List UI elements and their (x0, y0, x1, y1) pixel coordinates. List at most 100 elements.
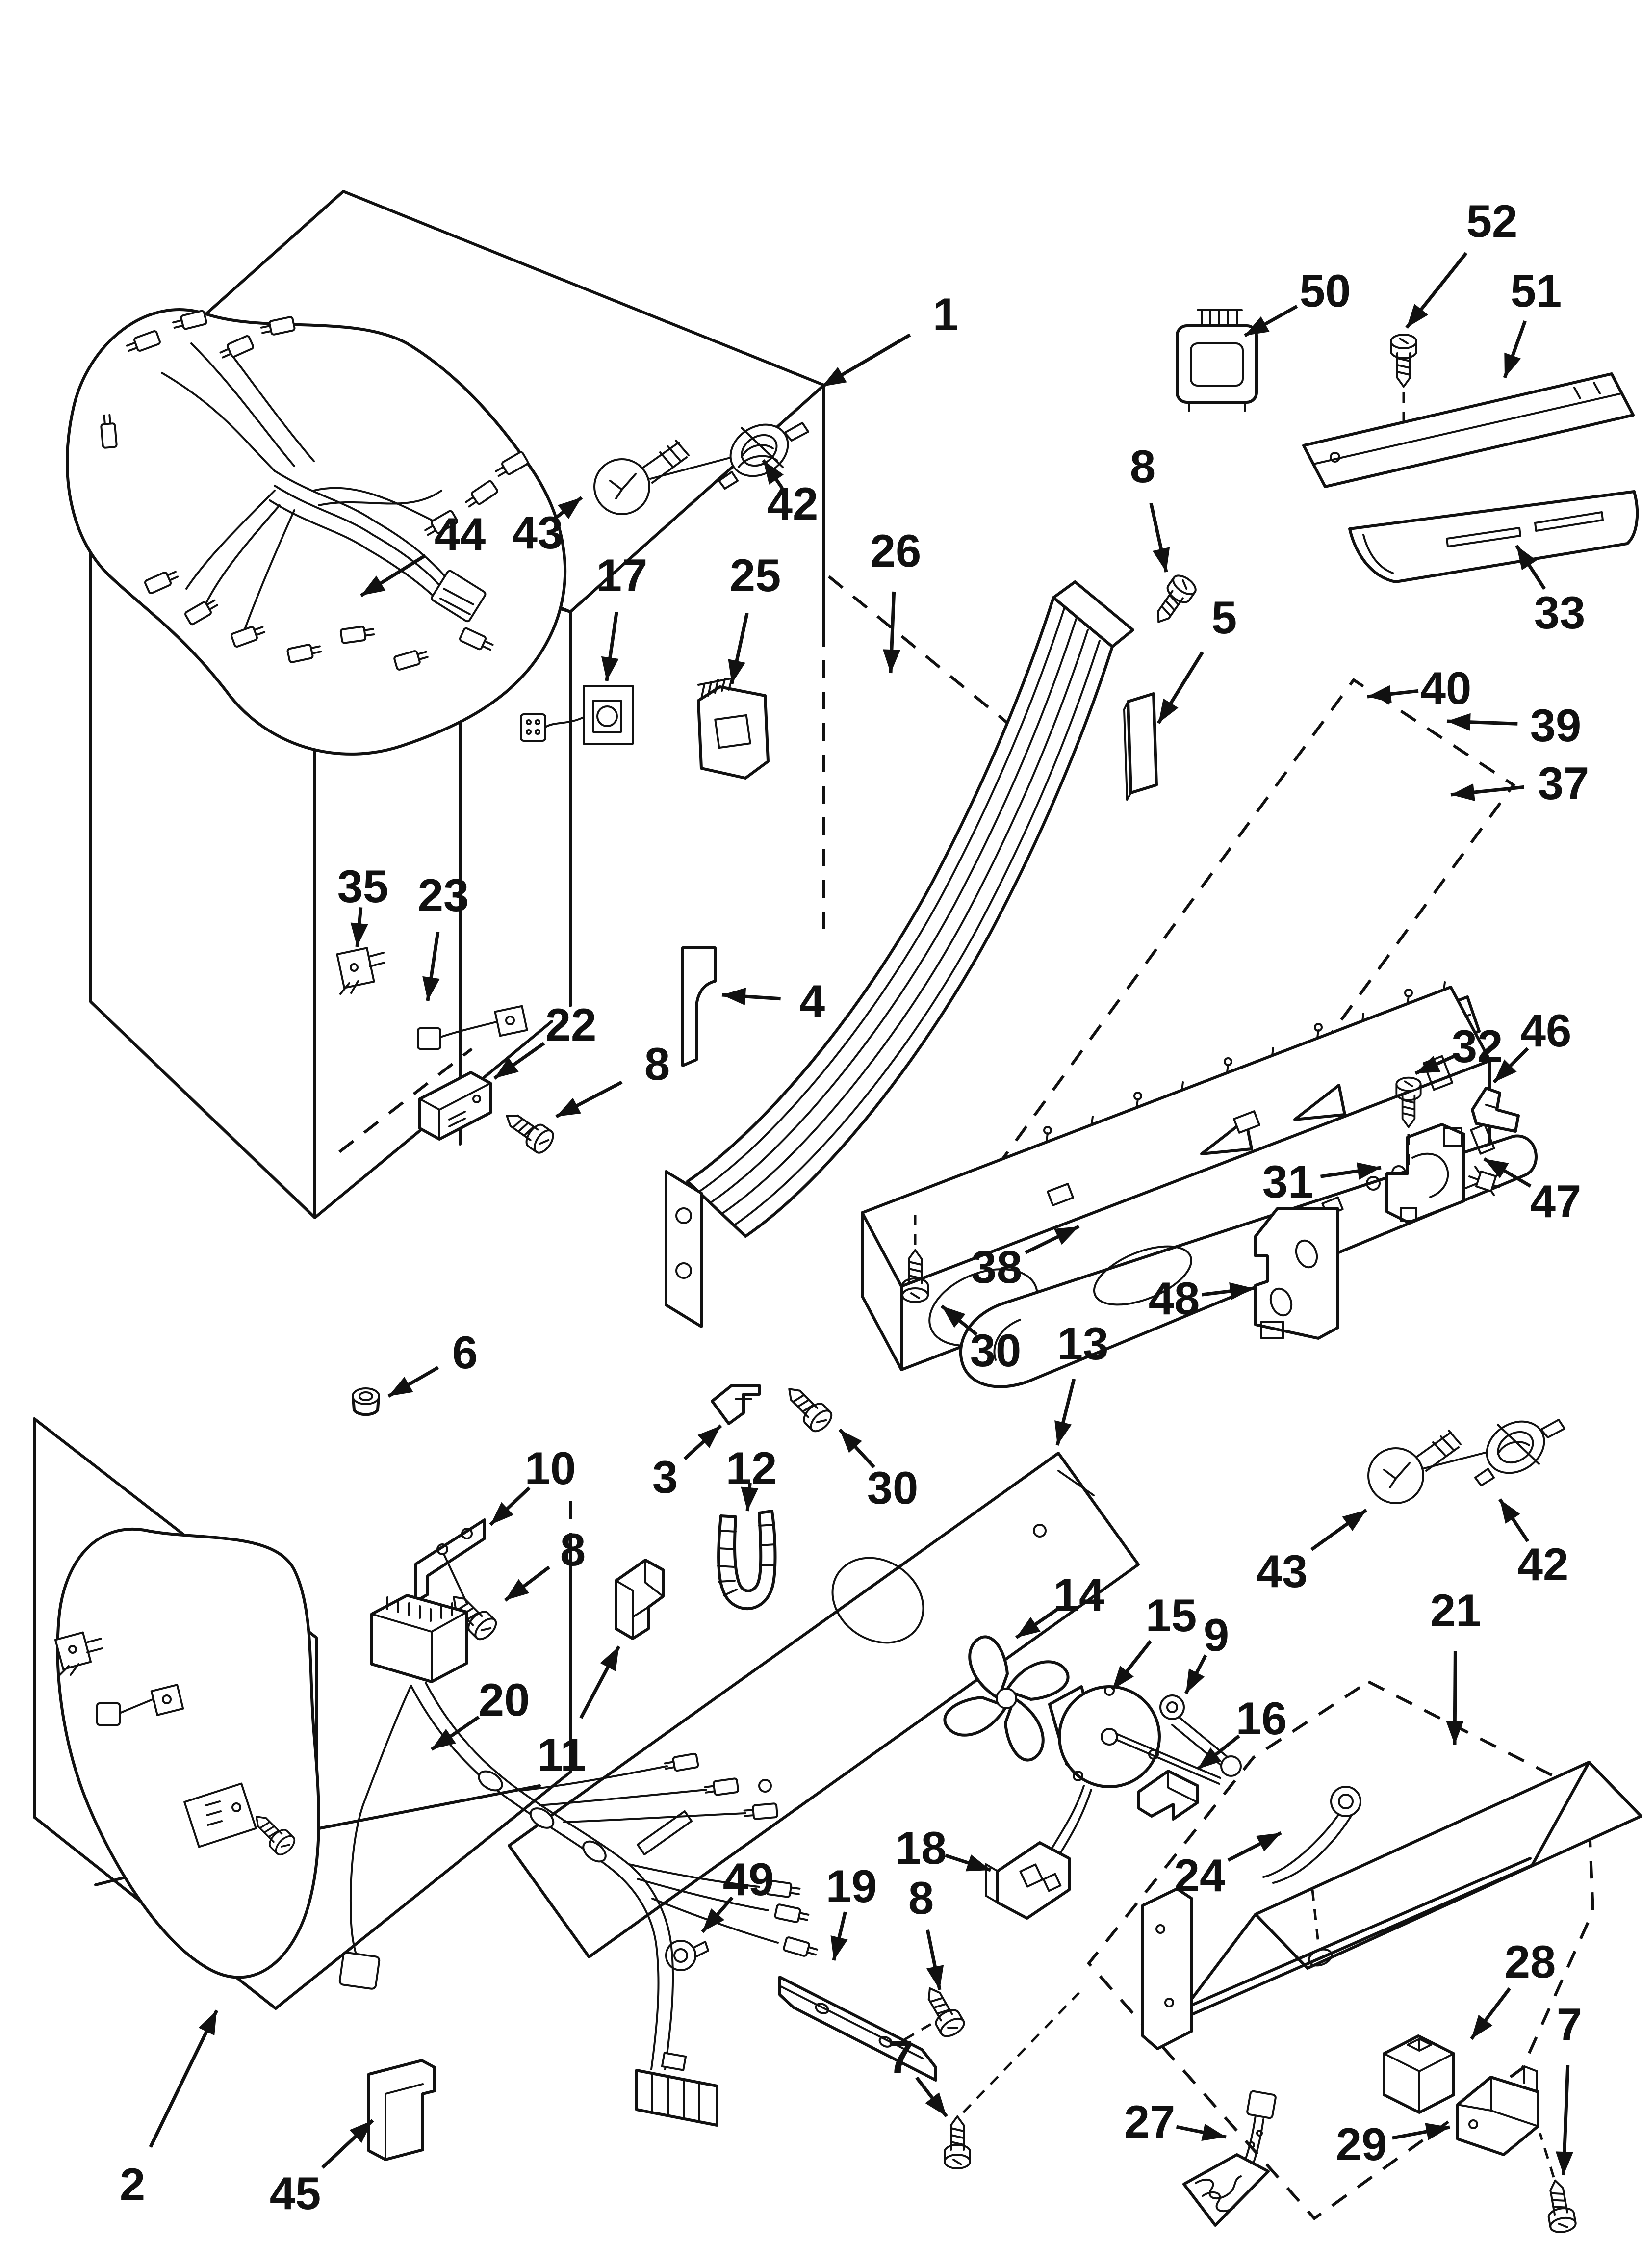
callout-arrow-52 (1405, 252, 1468, 329)
callout-arrow-35-mid (350, 907, 368, 947)
callout-arrow-7-center (915, 2076, 948, 2118)
callout-label-1: 1 (933, 288, 958, 340)
part-25 (697, 677, 770, 780)
callout-label-43-top: 43 (512, 507, 564, 558)
callout-arrow-6 (387, 1366, 439, 1398)
callout-arrow-8-bracket (504, 1565, 550, 1602)
callout-label-8-duct: 8 (1130, 441, 1155, 492)
tray-basin (1173, 1761, 1591, 2024)
callout-arrow-39 (1446, 713, 1518, 731)
part-4 (681, 946, 717, 1067)
callout-label-7-center: 7 (888, 2031, 913, 2083)
part-35-bottom (54, 1631, 103, 1677)
part-6 (352, 1387, 380, 1416)
callout-label-14: 14 (1053, 1569, 1105, 1620)
callout-arrow-7-right (1555, 2065, 1573, 2176)
callout-arrow-22-mid (493, 1042, 545, 1080)
harness-44 (99, 309, 530, 672)
part-11 (615, 1559, 665, 1640)
part-10 (414, 1518, 486, 1604)
callout-label-5: 5 (1211, 592, 1237, 643)
callout-label-9: 9 (1204, 1609, 1229, 1661)
part-18 (985, 1841, 1071, 1920)
callout-arrow-44 (360, 554, 427, 597)
callout-label-13: 13 (1057, 1318, 1109, 1369)
callout-arrow-18 (945, 1853, 992, 1872)
callout-arrow-38 (1025, 1225, 1080, 1254)
part-45 (367, 2059, 436, 2161)
callout-arrow-23-mid (422, 932, 440, 1001)
screw-30-console (901, 1212, 929, 1303)
callout-arrow-8-duct (1149, 502, 1170, 573)
callout-arrow-46 (1492, 1047, 1529, 1084)
screw-32 (1395, 1076, 1422, 1171)
part-23-bottom (96, 1684, 184, 1726)
part-17 (520, 685, 634, 745)
callout-label-28: 28 (1505, 1936, 1556, 1987)
callout-label-38: 38 (971, 1241, 1023, 1293)
tray-parts (1141, 1761, 1642, 2235)
callout-label-47: 47 (1530, 1175, 1582, 1227)
part-51 (1302, 372, 1635, 488)
callout-label-25: 25 (730, 549, 781, 601)
tray-end-plate (1141, 1887, 1193, 2050)
callout-label-49: 49 (723, 1853, 774, 1905)
screw-7-right (1539, 2133, 1578, 2235)
callout-arrow-25 (728, 612, 749, 684)
part-3 (711, 1384, 761, 1425)
callout-arrow-1 (821, 333, 911, 389)
screw-8-duct (1147, 571, 1200, 630)
part-29-bracket (1456, 2065, 1539, 2156)
callout-label-43-bottom: 43 (1257, 1545, 1308, 1597)
callout-label-17: 17 (596, 549, 648, 601)
callout-label-30-console: 30 (970, 1325, 1022, 1376)
panel-13 (508, 1452, 1140, 1958)
callout-label-24: 24 (1174, 1850, 1226, 1901)
callout-label-52: 52 (1466, 195, 1518, 247)
part-12-loom (717, 1510, 777, 1611)
callout-arrow-24 (1227, 1831, 1282, 1862)
callout-label-7-right: 7 (1557, 1999, 1582, 2050)
callout-arrow-15 (1111, 1640, 1152, 1691)
callout-arrow-20 (431, 1715, 480, 1751)
screw-8-switch (498, 1104, 558, 1157)
callout-arrow-48 (1202, 1282, 1254, 1300)
part-35-mid (336, 947, 385, 995)
callout-arrow-47 (1483, 1157, 1532, 1188)
callout-arrow-3 (683, 1424, 722, 1460)
callout-label-44: 44 (435, 508, 486, 560)
callout-arrow-49 (701, 1896, 734, 1933)
callout-label-45: 45 (270, 2167, 321, 2219)
screw-7-center (944, 1992, 1080, 2169)
callout-arrow-9 (1184, 1654, 1207, 1694)
callout-label-2: 2 (120, 2159, 145, 2210)
callout-arrow-8-rail (925, 1929, 944, 1990)
callout-arrow-16 (1196, 1734, 1240, 1771)
bulb-43-bottom (1367, 1430, 1492, 1504)
part-16-clip (1137, 1770, 1199, 1821)
callout-label-11: 11 (537, 1729, 586, 1780)
part-28-block (1383, 2034, 1455, 2114)
callout-label-20: 20 (479, 1674, 530, 1725)
bulb-43-top (593, 440, 737, 515)
part-24-tube (1262, 1786, 1361, 1944)
socket-42-bottom (1474, 1419, 1565, 1486)
callout-arrow-37 (1450, 783, 1524, 801)
part-48 (1254, 1207, 1339, 1340)
callout-arrow-12 (741, 1483, 759, 1512)
callout-label-30-panel: 30 (867, 1462, 919, 1513)
part-22-mid (418, 1071, 492, 1141)
callout-arrow-29 (1392, 2123, 1450, 2140)
callout-label-31: 31 (1262, 1156, 1314, 1207)
callout-label-15: 15 (1146, 1590, 1197, 1641)
callout-label-8-bracket: 8 (560, 1524, 586, 1575)
part-27-heater (1182, 2090, 1277, 2227)
callout-arrow-17 (601, 612, 619, 681)
callout-arrow-30-console (940, 1304, 978, 1336)
callout-label-27: 27 (1124, 2096, 1176, 2147)
part-26-duct (665, 580, 1134, 1328)
callout-arrow-31 (1320, 1162, 1382, 1180)
